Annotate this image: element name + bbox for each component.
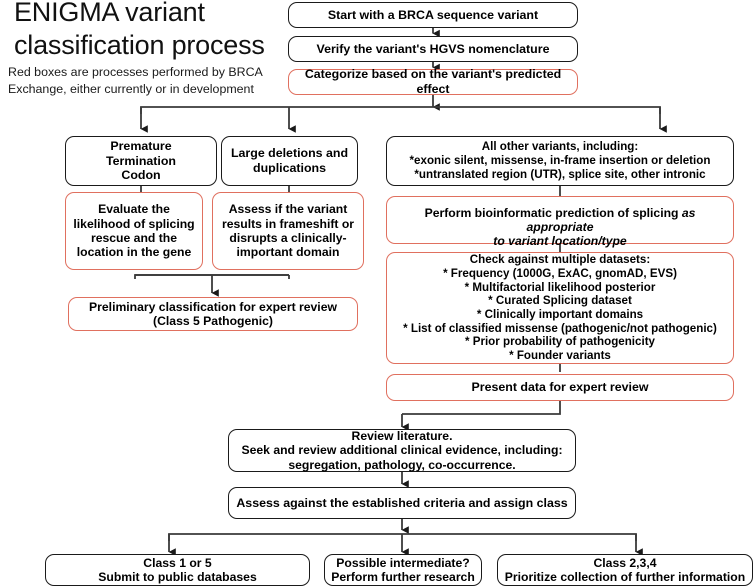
node-premature-termination-codon[interactable]: Premature Termination Codon (65, 136, 217, 186)
node-categorize-label: Categorize based on the variant's predic… (304, 67, 562, 96)
node-evaluate-splicing-rescue[interactable]: Evaluate the likelihood of splicing resc… (65, 192, 203, 270)
node-preliminary-label: Preliminary classification for expert re… (89, 299, 337, 328)
node-verify-hgvs[interactable]: Verify the variant's HGVS nomenclature (288, 36, 578, 62)
node-outcome-possible-intermediate[interactable]: Possible intermediate? Perform further r… (324, 554, 482, 586)
node-preliminary-classification[interactable]: Preliminary classification for expert re… (68, 297, 358, 331)
node-review-literature[interactable]: Review literature. Seek and review addit… (228, 429, 576, 472)
node-ptc-label: Premature Termination Codon (106, 139, 176, 183)
page-title: ENIGMA variant classification process (14, 0, 265, 60)
node-assess-frameshift-label: Assess if the variant results in framesh… (221, 202, 355, 260)
node-outcome-class-1-or-5[interactable]: Class 1 or 5 Submit to public databases (45, 554, 310, 586)
node-large-deletions-label: Large deletions and duplications (230, 146, 349, 175)
node-present-data[interactable]: Present data for expert review (386, 374, 734, 401)
node-present-data-label: Present data for expert review (471, 380, 649, 395)
node-categorize[interactable]: Categorize based on the variant's predic… (288, 67, 578, 96)
node-check-datasets[interactable]: Check against multiple datasets: * Frequ… (386, 252, 734, 364)
node-review-literature-label: Review literature. Seek and review addit… (241, 428, 563, 472)
node-start[interactable]: Start with a BRCA sequence variant (288, 2, 578, 28)
node-start-label: Start with a BRCA sequence variant (327, 7, 539, 22)
node-outcome-left-label: Class 1 or 5 Submit to public databases (98, 555, 257, 584)
node-assess-frameshift[interactable]: Assess if the variant results in framesh… (212, 192, 364, 270)
node-evaluate-splicing-label: Evaluate the likelihood of splicing resc… (73, 202, 195, 260)
node-outcome-class-2-3-4[interactable]: Class 2,3,4 Prioritize collection of fur… (497, 554, 753, 586)
bioinformatic-italic-1: as appropriate (526, 205, 696, 234)
node-assess-criteria-label: Assess against the established criteria … (236, 495, 568, 510)
node-outcome-right-label: Class 2,3,4 Prioritize collection of fur… (504, 555, 746, 584)
node-assess-criteria[interactable]: Assess against the established criteria … (228, 487, 576, 519)
node-verify-hgvs-label: Verify the variant's HGVS nomenclature (316, 41, 550, 56)
bioinformatic-italic-2: to variant location/type (493, 234, 627, 249)
node-outcome-middle-label: Possible intermediate? Perform further r… (331, 555, 475, 584)
node-all-other-variants[interactable]: All other variants, including: *exonic s… (386, 136, 734, 186)
bioinformatic-line1: Perform bioinformatic prediction of spli… (424, 205, 682, 220)
node-bioinformatic-prediction[interactable]: Perform bioinformatic prediction of spli… (386, 196, 734, 248)
node-check-datasets-label: Check against multiple datasets: * Frequ… (403, 253, 717, 363)
node-all-other-variants-label: All other variants, including: *exonic s… (409, 140, 711, 181)
node-large-deletions[interactable]: Large deletions and duplications (221, 136, 358, 186)
node-bioinformatic-label: Perform bioinformatic prediction of spli… (387, 191, 733, 249)
legend-note: Red boxes are processes performed by BRC… (8, 65, 263, 96)
